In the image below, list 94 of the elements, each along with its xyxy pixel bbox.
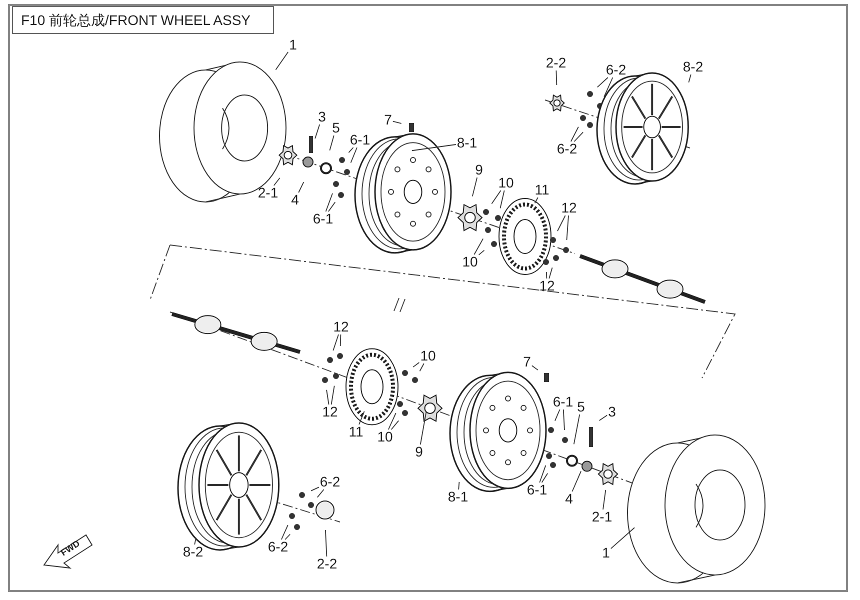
leader-line bbox=[491, 190, 502, 204]
leader-line bbox=[273, 177, 280, 186]
leader-line bbox=[596, 77, 608, 88]
leader-line bbox=[316, 489, 324, 498]
leader-line bbox=[610, 527, 635, 550]
leader-line bbox=[570, 126, 579, 142]
callout-number: 11 bbox=[534, 182, 550, 198]
leader-line bbox=[500, 190, 505, 209]
leader-line bbox=[194, 537, 196, 545]
callout-number: 12 bbox=[332, 320, 350, 334]
leader-line bbox=[534, 197, 538, 204]
leader-line bbox=[572, 470, 582, 492]
leader-line bbox=[556, 70, 558, 86]
leader-line bbox=[548, 267, 553, 279]
leader-line bbox=[602, 489, 606, 510]
leader-line bbox=[284, 534, 291, 540]
leader-line bbox=[458, 482, 460, 490]
callout-number: 6-1 bbox=[312, 212, 334, 226]
callout-number: 6-1 bbox=[526, 482, 548, 498]
leader-line bbox=[329, 135, 334, 151]
callout-number: 10 bbox=[461, 254, 479, 270]
leader-line bbox=[390, 420, 400, 430]
callout-number: 6-2 bbox=[604, 62, 628, 78]
leader-line bbox=[350, 147, 358, 164]
leader-line bbox=[472, 177, 478, 197]
leader-line bbox=[330, 385, 335, 405]
leader-line bbox=[478, 250, 485, 256]
callout-number: 3 bbox=[607, 404, 617, 420]
callout-number: 4 bbox=[290, 192, 300, 208]
callout-number: 1 bbox=[288, 38, 298, 52]
diagram-title: F10 前轮总成/FRONT WHEEL ASSY bbox=[12, 6, 274, 34]
leader-line bbox=[275, 52, 289, 70]
callout-number: 11 bbox=[348, 424, 364, 440]
callout-number: 12 bbox=[538, 278, 556, 294]
leader-line bbox=[314, 124, 320, 139]
leader-line bbox=[531, 365, 538, 371]
leader-line bbox=[539, 464, 546, 483]
callout-number: 9 bbox=[414, 444, 424, 460]
leader-line bbox=[388, 412, 396, 430]
leader-line bbox=[326, 389, 330, 405]
leader-line bbox=[332, 334, 339, 351]
callout-number: 6-2 bbox=[556, 142, 578, 156]
leader-line bbox=[598, 414, 608, 421]
callout-number: 2-2 bbox=[544, 56, 568, 70]
callout-number: 1 bbox=[601, 546, 611, 560]
callout-number: 4 bbox=[564, 492, 574, 506]
leader-line bbox=[328, 202, 336, 212]
callout-number: 6-2 bbox=[318, 474, 342, 490]
callout-number: 6-2 bbox=[266, 540, 290, 554]
leader-line bbox=[554, 409, 560, 422]
callout-number: 5 bbox=[331, 120, 341, 136]
direction-label: FWD bbox=[58, 538, 82, 558]
callout-number: 2-2 bbox=[316, 556, 338, 572]
leader-line bbox=[566, 215, 569, 240]
leader-line bbox=[474, 238, 484, 255]
callout-number: 6-1 bbox=[552, 394, 574, 410]
leader-line bbox=[280, 524, 288, 540]
callout-number: 6-1 bbox=[348, 132, 372, 148]
leader-line bbox=[325, 192, 333, 212]
callout-number: 5 bbox=[576, 400, 586, 414]
leader-line bbox=[298, 182, 304, 193]
callout-number: 7 bbox=[522, 354, 532, 370]
leader-line bbox=[688, 74, 692, 83]
leader-line bbox=[557, 215, 566, 232]
callout-number: 8-2 bbox=[182, 544, 204, 560]
leader-line bbox=[541, 472, 548, 483]
leader-line bbox=[604, 77, 614, 98]
leader-line bbox=[574, 132, 584, 142]
leader-line bbox=[419, 363, 424, 372]
leader-line bbox=[562, 409, 565, 430]
callout-number: 8-1 bbox=[456, 136, 478, 150]
leader-line bbox=[411, 144, 456, 152]
callout-number: 10 bbox=[419, 348, 437, 364]
callout-number: 10 bbox=[376, 430, 394, 444]
leader-line bbox=[573, 414, 580, 445]
callout-number: 12 bbox=[321, 404, 339, 420]
leader-line bbox=[546, 272, 548, 279]
callout-number: 2-1 bbox=[256, 186, 280, 200]
callout-number: 9 bbox=[474, 162, 484, 178]
callout-number: 8-2 bbox=[682, 60, 704, 74]
leader-line bbox=[412, 362, 420, 368]
leader-line bbox=[392, 120, 402, 124]
leader-line bbox=[340, 334, 342, 346]
leader-line bbox=[420, 411, 427, 445]
callout-number: 10 bbox=[497, 176, 515, 190]
callout-number: 3 bbox=[317, 110, 327, 124]
callout-number: 12 bbox=[560, 200, 578, 216]
callout-number: 7 bbox=[383, 112, 393, 128]
leader-line bbox=[325, 530, 328, 557]
callout-number: 2-1 bbox=[590, 510, 614, 524]
callout-number: 8-1 bbox=[446, 490, 470, 504]
leader-line bbox=[310, 486, 320, 492]
leader-line bbox=[348, 147, 354, 154]
leader-line bbox=[358, 410, 365, 425]
